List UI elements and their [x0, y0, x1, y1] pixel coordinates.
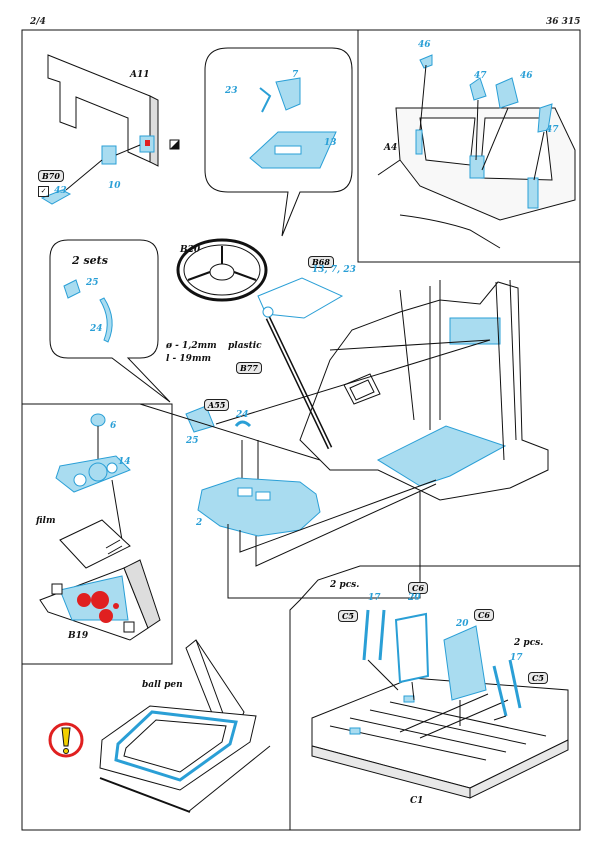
label-a4: A4 — [384, 143, 398, 153]
ref-43: ✓ 43 — [38, 178, 67, 197]
label-c1: C1 — [410, 796, 424, 806]
part-13: 13 — [324, 138, 337, 148]
hatch-parts-17-20 — [362, 609, 522, 726]
label-two-sets: 2 sets — [72, 254, 108, 267]
ref-c5a: C5 — [338, 604, 358, 623]
part-6: 6 — [110, 421, 117, 431]
part-47a: 47 — [474, 71, 487, 81]
part-24a: 24 — [90, 324, 103, 334]
tag-c5a: C5 — [338, 610, 358, 622]
part-17a: 17 — [368, 593, 381, 603]
part-7: 7 — [292, 70, 299, 80]
part-43: 43 — [54, 186, 67, 196]
instrument-panel-b19 — [39, 559, 161, 641]
part-20b: 20 — [456, 619, 469, 629]
part-47b: 47 — [546, 125, 559, 135]
check-icon: ✓ — [38, 186, 49, 197]
page-number: 2/4 — [30, 17, 46, 27]
part-17b: 17 — [510, 653, 523, 663]
part-20a: 20 — [408, 593, 421, 603]
ref-c6a: C6 — [408, 576, 428, 595]
wire-length: l - 19mm — [166, 354, 211, 364]
bracket-parts-7-13-23 — [249, 77, 337, 169]
warning-icon — [48, 722, 84, 758]
part-24b: 24 — [236, 410, 249, 420]
tag-a55: A55 — [204, 399, 230, 411]
ref-a55: A55 — [204, 393, 230, 412]
wire-diameter: ø - 1,2mm — [166, 341, 217, 351]
tag-b68: B68 — [308, 256, 334, 268]
b68-parts: 13, 7, 23 — [312, 265, 356, 275]
tag-c5b: C5 — [528, 672, 548, 684]
label-two-pcs-b: 2 pcs. — [514, 638, 544, 648]
column-bracket-b68 — [257, 277, 344, 450]
label-film: film — [36, 516, 56, 526]
part-46a: 46 — [418, 40, 431, 50]
ref-c6b: C6 — [474, 603, 494, 622]
tag-b70: B70 — [38, 170, 64, 182]
dashboard-panel-a11 — [40, 54, 180, 205]
mirror-parts-24-25 — [63, 279, 113, 343]
ref-b77: B77 — [236, 356, 262, 375]
label-two-pcs-a: 2 pcs. — [330, 580, 360, 590]
set-code: 36 315 — [546, 17, 581, 27]
gauge-parts-6-14 — [55, 413, 131, 541]
label-a11: A11 — [130, 70, 150, 80]
ref-c5b: C5 — [528, 666, 548, 685]
ref-b70: B70 — [38, 164, 64, 183]
ref-b68: B68 — [308, 250, 334, 269]
film-sheet — [59, 519, 131, 569]
label-ball-pen: ball pen — [142, 680, 183, 690]
part-14: 14 — [118, 457, 131, 467]
part-23: 23 — [225, 86, 238, 96]
tag-c6b: C6 — [474, 609, 494, 621]
label-b20: B20 — [180, 245, 201, 255]
part-25b: 25 — [186, 436, 199, 446]
part-2: 2 — [196, 518, 203, 528]
tag-c6a: C6 — [408, 582, 428, 594]
part-46b: 46 — [520, 71, 533, 81]
part-10: 10 — [108, 181, 121, 191]
steering-wheel-b20 — [176, 238, 268, 302]
label-plastic: plastic — [228, 341, 262, 351]
tag-b77: B77 — [236, 362, 262, 374]
windscreen-frame-a4 — [377, 54, 576, 249]
floor-plate-2 — [197, 477, 437, 599]
ball-pen-illustration — [99, 639, 271, 813]
label-b19: B19 — [68, 631, 89, 641]
cargo-bed-c1 — [311, 677, 569, 799]
part-25a: 25 — [86, 278, 99, 288]
cab-interior — [299, 279, 549, 501]
